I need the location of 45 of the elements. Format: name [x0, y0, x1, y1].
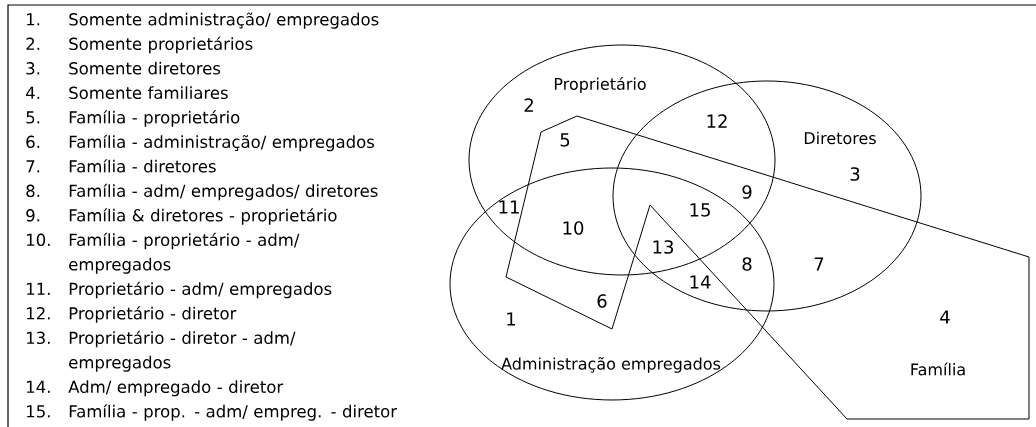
list-item: Família - administração/ empregados — [69, 134, 375, 152]
list-item: Família - proprietário — [69, 110, 240, 127]
list-number: 6. — [26, 135, 40, 149]
list-number: 11. — [27, 282, 50, 295]
list-number: 5. — [26, 111, 40, 124]
list-item: Adm/ empregado - diretor — [68, 380, 284, 397]
list-number: 8. — [26, 184, 40, 198]
region-number: 4 — [940, 310, 950, 324]
list-number: 3. — [26, 62, 40, 75]
list-item: Família & diretores - proprietário — [69, 208, 337, 225]
list-item: Somente diretores — [69, 61, 221, 75]
region-number: 10 — [563, 221, 584, 235]
list-item: Somente proprietários — [69, 36, 253, 54]
list-item: Proprietário - diretor - adm/ empregados — [69, 330, 296, 372]
region-number: 13 — [653, 240, 673, 254]
list-item: Família - adm/ empregados/ diretores — [69, 183, 378, 201]
region-number: 3 — [850, 167, 860, 181]
region-number: 6 — [597, 294, 607, 308]
list-number: 12. — [27, 307, 50, 320]
region-number: 1 — [507, 312, 516, 326]
list-item: Somente administração/ empregados — [69, 12, 379, 29]
region-number: 12 — [707, 114, 727, 128]
region-number: 15 — [690, 203, 710, 217]
region-number: 9 — [742, 185, 752, 199]
list-item: Proprietário - diretor — [69, 306, 237, 323]
list-number: 4. — [26, 86, 40, 99]
list-item: Família - prop. - adm/ empreg. - diretor — [69, 404, 398, 421]
list-item: Família - proprietário - adm/ empregados — [69, 232, 300, 274]
list-number: 2. — [26, 37, 40, 50]
region-number: 11 — [499, 200, 519, 214]
region-number: 2 — [524, 98, 533, 112]
region-number: 8 — [742, 257, 752, 271]
list-number: 10. — [27, 233, 50, 247]
list-number: 15. — [27, 405, 50, 418]
region-number: 7 — [814, 257, 824, 271]
list-item: Proprietário - adm/ empregados — [69, 281, 332, 299]
list-item: Família - diretores — [69, 159, 216, 173]
list-number: 7. — [26, 160, 40, 173]
list-item: Somente familiares — [69, 86, 228, 100]
list-number: 1. — [27, 13, 40, 26]
list-number: 9. — [26, 209, 40, 222]
list-number: 14. — [27, 380, 50, 393]
list-number: 13. — [27, 331, 50, 345]
region-number: 14 — [690, 275, 711, 289]
region-number: 5 — [560, 133, 570, 147]
